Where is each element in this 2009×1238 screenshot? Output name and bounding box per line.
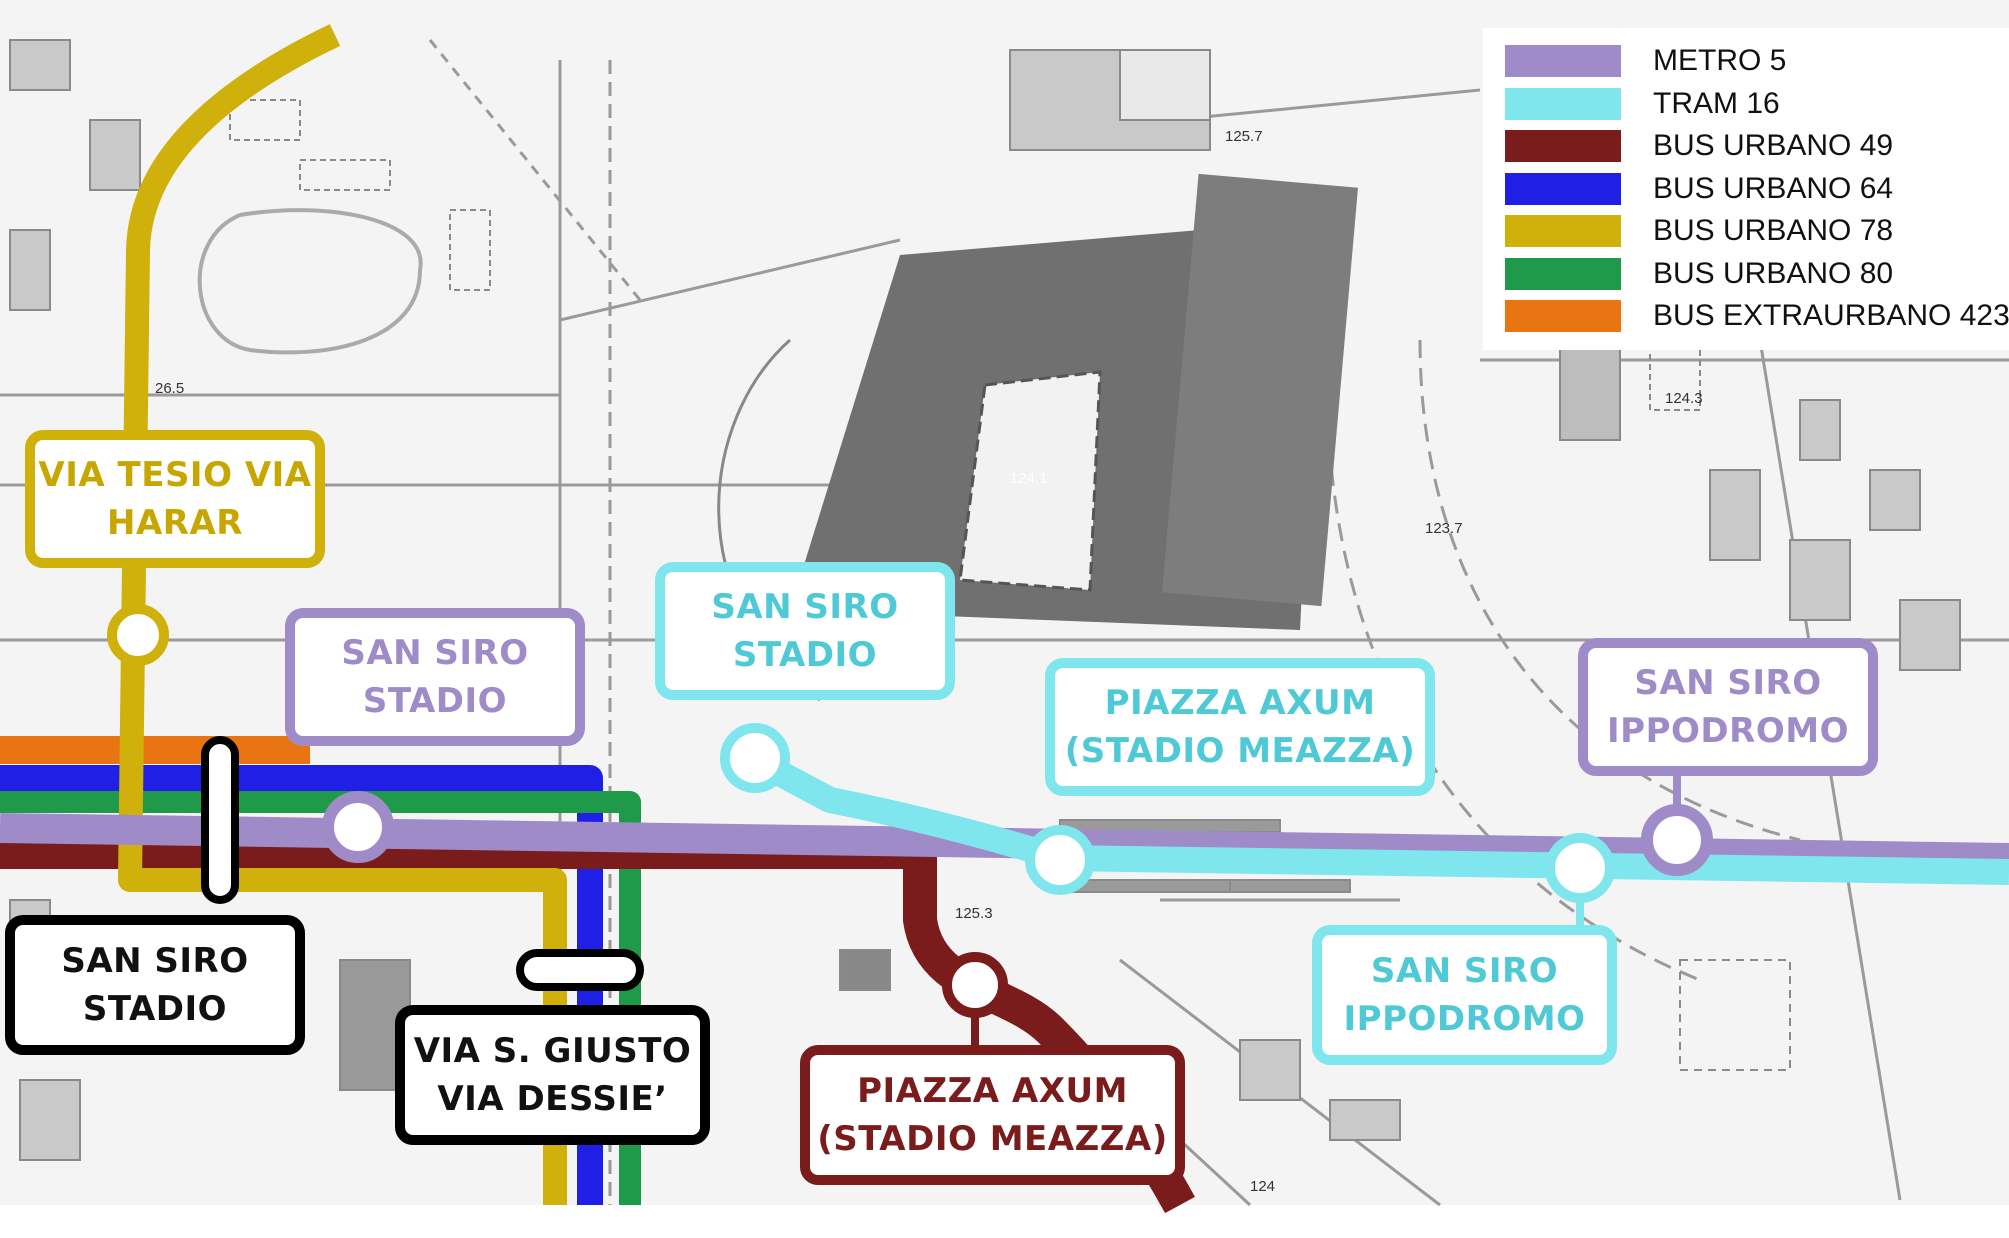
stop-label-metro-san-siro-ippodromo: SAN SIRO IPPODROMO [1578, 638, 1878, 776]
legend-label: BUS URBANO 49 [1653, 129, 1894, 162]
stop-label-line2: STADIO [732, 635, 878, 675]
legend-item-bus-423: BUS EXTRAURBANO 423 [1483, 298, 2009, 334]
legend-item-bus-49: BUS URBANO 49 [1483, 128, 2009, 164]
stop-label-metro-san-siro-stadio: SAN SIRO STADIO [285, 608, 585, 746]
stop-label-line1: SAN SIRO [1370, 951, 1559, 991]
legend-label: BUS URBANO 78 [1653, 214, 1894, 247]
legend-item-metro-5: METRO 5 [1483, 43, 2009, 79]
leader-lines [134, 560, 1681, 1050]
elevation-label: 125.7 [1225, 128, 1263, 145]
stop-label-line1: SAN SIRO [341, 633, 529, 673]
stop-label-via-tesio-via-harar: VIA TESIO VIA HARAR [25, 430, 325, 568]
stop-label-bus-via-s-giusto: VIA S. GIUSTO VIA DESSIE’ [395, 1005, 710, 1145]
legend-swatch [1505, 45, 1621, 77]
elevation-label: 125.3 [955, 905, 993, 922]
stop-label-tram-san-siro-ippodromo: SAN SIRO IPPODROMO [1312, 925, 1617, 1065]
legend-swatch [1505, 173, 1621, 205]
line-bus-78 [118, 24, 567, 1205]
stop-label-line1: VIA TESIO VIA [38, 455, 312, 495]
elevation-label: 124.3 [1665, 390, 1703, 407]
stop-label-line1: SAN SIRO [61, 941, 249, 981]
legend-item-bus-64: BUS URBANO 64 [1483, 171, 2009, 207]
legend-item-tram-16: TRAM 16 [1483, 86, 2009, 122]
legend-label: METRO 5 [1653, 44, 1787, 77]
legend-item-bus-78: BUS URBANO 78 [1483, 213, 2009, 249]
legend-swatch [1505, 88, 1621, 120]
elevation-label: 124.1 [1010, 470, 1048, 487]
stadium-san-siro [717, 173, 1358, 702]
stop-label-line1: PIAZZA AXUM [1104, 683, 1376, 723]
legend-swatch [1505, 215, 1621, 247]
base-buildings [9, 39, 1961, 1161]
legend-label: TRAM 16 [1653, 87, 1780, 120]
stop-label-line2: (STADIO MEAZZA) [817, 1119, 1168, 1159]
stop-label-tram-piazza-axum: PIAZZA AXUM (STADIO MEAZZA) [1045, 658, 1435, 796]
stop-label-bus-piazza-axum: PIAZZA AXUM (STADIO MEAZZA) [800, 1045, 1185, 1185]
stop-label-line1: SAN SIRO [1634, 663, 1822, 703]
legend-swatch [1505, 258, 1621, 290]
legend-label: BUS URBANO 80 [1653, 257, 1894, 290]
stop-label-bus-san-siro-stadio: SAN SIRO STADIO [5, 915, 305, 1055]
stop-label-line2: IPPODROMO [1607, 711, 1849, 751]
legend-label: BUS EXTRAURBANO 423 [1653, 299, 2009, 332]
stop-label-line2: STADIO [362, 681, 508, 721]
elevation-label: 26.5 [155, 380, 185, 397]
stop-label-line2: VIA DESSIE’ [437, 1079, 668, 1119]
stop-label-line2: STADIO [82, 989, 228, 1029]
stop-label-line2: (STADIO MEAZZA) [1064, 731, 1416, 771]
legend-swatch [1505, 300, 1621, 332]
stop-label-line1: VIA S. GIUSTO [413, 1031, 692, 1071]
stop-label-line1: SAN SIRO [711, 587, 899, 627]
stop-label-line2: IPPODROMO [1343, 999, 1586, 1039]
elevation-label: 124 [1250, 1178, 1276, 1195]
elevation-label: 123.7 [1425, 520, 1463, 537]
legend-item-bus-80: BUS URBANO 80 [1483, 256, 2009, 292]
legend-swatch [1505, 130, 1621, 162]
stop-label-line1: PIAZZA AXUM [857, 1071, 1128, 1111]
legend: METRO 5 TRAM 16 BUS URBANO 49 BUS URBANO… [1483, 28, 2009, 350]
stop-label-line2: HARAR [107, 503, 243, 543]
stop-label-tram-san-siro-stadio: SAN SIRO STADIO [655, 562, 955, 700]
track-outline [197, 208, 423, 355]
legend-label: BUS URBANO 64 [1653, 172, 1894, 205]
